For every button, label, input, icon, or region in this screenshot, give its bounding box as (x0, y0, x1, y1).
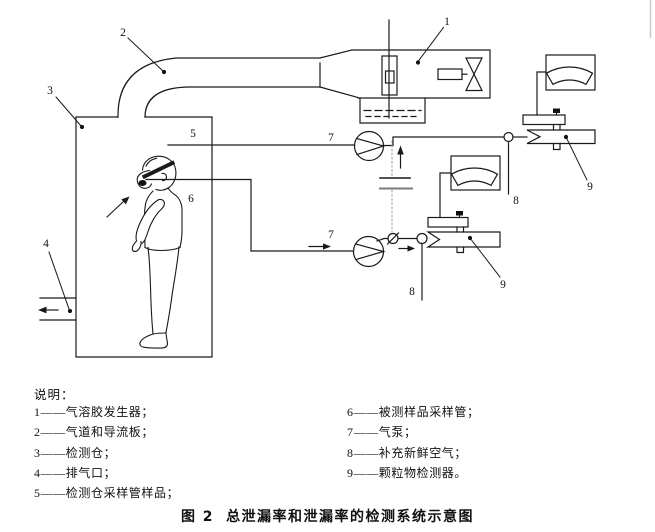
meter-cable-lower (439, 172, 452, 219)
nebulizer-nozzle (384, 70, 395, 84)
legend-title: 说明： (34, 388, 75, 402)
legend-item-9: 9——颗粒物检测器。 (347, 465, 468, 480)
head (141, 155, 177, 191)
shoe (139, 331, 169, 349)
liquid-reservoir (359, 97, 426, 124)
exhaust-port (38, 297, 77, 321)
exhaust-arrowhead-icon (38, 306, 47, 314)
leader-dot (467, 235, 473, 241)
readout-meter-lower (439, 155, 501, 219)
callout-7-upper: 7 (328, 132, 334, 144)
fan-motor (437, 68, 463, 81)
regulating-valve (386, 232, 400, 245)
aerosol-generator (351, 19, 491, 124)
leader-dot (415, 60, 421, 65)
callout-2: 2 (120, 27, 126, 39)
fresh-air-junction-upper (503, 131, 528, 195)
air-pump-upper (353, 130, 386, 162)
inhale-flow-arrow (106, 200, 125, 218)
waist-line (144, 246, 181, 252)
meter-cable-upper (536, 71, 547, 116)
ear (161, 172, 168, 182)
legend-item-3: 3——检测仓； (34, 445, 117, 460)
pump-rotor-icon (355, 137, 386, 156)
detection-chamber (75, 116, 213, 358)
callout-6: 6 (188, 193, 194, 205)
mask-sampling-port (138, 180, 147, 186)
readout-meter-upper (536, 54, 596, 116)
particle-detector-upper (522, 108, 596, 151)
leader-dot (67, 308, 73, 314)
sampling-head-upper (522, 114, 566, 126)
callout-7-lower: 7 (328, 229, 334, 241)
legend-item-1: 1——气溶胶发生器； (34, 405, 155, 419)
bypass-link (379, 140, 413, 233)
flow-arrowhead-icon (407, 245, 415, 252)
meter-scale-icon (450, 167, 499, 187)
leg-front (147, 246, 154, 335)
test-subject-person (106, 155, 183, 349)
particle-detector-lower (425, 211, 501, 254)
figure-number: 图 2 (180, 509, 215, 525)
sampling-head-lower (427, 216, 469, 228)
valve-slash-icon (386, 232, 400, 245)
meter-scale-icon (545, 66, 594, 86)
legend-item-5: 5——检测仓采样管样品； (34, 486, 180, 501)
respirator-mask (136, 169, 153, 189)
shoe-top-line (152, 332, 167, 335)
legend-item-8: 8——补充新鲜空气； (347, 445, 468, 460)
legend-item-2: 2——气道和导流板； (34, 425, 155, 440)
mask-strap (141, 160, 176, 180)
callout-5: 5 (190, 128, 196, 140)
flow-arrowhead-icon (323, 243, 331, 250)
detector-inlet-stub (456, 226, 465, 233)
pump-rotor-icon (354, 243, 386, 261)
callout-1: 1 (444, 16, 450, 28)
upflow-arrowhead-icon (397, 145, 404, 155)
figure-title: 总泄漏率和泄漏率的检测系统示意图 (226, 509, 475, 525)
legend-item-6: 6——被测样品采样管； (347, 405, 480, 419)
callout-3: 3 (47, 85, 53, 97)
detector-inlet-stub (552, 123, 561, 131)
hair-line (145, 157, 158, 167)
leg-back (165, 246, 180, 334)
callout-8-lower: 8 (409, 286, 415, 298)
upper-branch-pipe (382, 136, 505, 147)
callout-labels: 1 2 3 4 5 6 7 7 8 8 9 9 (43, 16, 593, 298)
fresh-air-junction-lower (397, 232, 428, 301)
inhale-arrowhead-icon (121, 196, 130, 205)
nebulizer-body (381, 55, 398, 96)
mask-sampling-line (145, 178, 355, 252)
valve-knob-icon (553, 108, 560, 113)
fan-blade-icon (465, 57, 483, 76)
legend-item-4: 4——排气口； (34, 465, 117, 480)
figure-caption: 图 2 总泄漏率和泄漏率的检测系统示意图 (0, 506, 655, 526)
fan-blade-icon (465, 72, 483, 92)
leader-dot (563, 134, 569, 140)
legend-column-right: 6——被测样品采样管； 7——气泵； 8——补充新鲜空气； 9——颗粒物检测器。 (347, 402, 480, 483)
callout-8-upper: 8 (513, 195, 519, 207)
callout-leaders (48, 26, 588, 314)
callout-4: 4 (43, 238, 49, 250)
arm (135, 198, 165, 245)
air-pump-lower (352, 235, 389, 268)
callout-9-upper: 9 (587, 181, 593, 193)
detection-system-diagram: 1 2 3 4 5 6 7 7 8 8 9 9 (38, 0, 652, 358)
detector-outlet-stub (456, 246, 465, 254)
hand (131, 240, 142, 253)
legend-column-left: 1——气溶胶发生器； 2——气道和导流板； 3——检测仓； 4——排气口； 5—… (34, 402, 179, 503)
valve-knob-icon (456, 211, 463, 216)
torso-back (167, 187, 183, 249)
detector-outlet-stub (552, 142, 561, 151)
air-duct (117, 49, 359, 118)
callout-9-lower: 9 (500, 279, 506, 291)
leader-dot (161, 69, 167, 75)
legend-item-7: 7——气泵； (347, 425, 417, 440)
leader-dot (79, 124, 85, 130)
